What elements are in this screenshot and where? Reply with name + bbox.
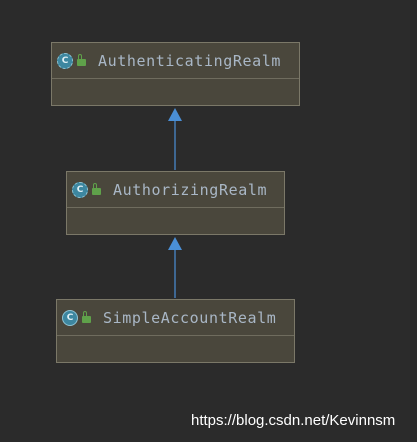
class-node-simple-account-realm[interactable]: C SimpleAccountRealm (56, 299, 295, 363)
class-icon: C (62, 309, 78, 326)
class-name: SimpleAccountRealm (103, 308, 277, 327)
class-node-authorizing-realm[interactable]: C AuthorizingRealm (66, 171, 285, 235)
edge-authorizing-to-authenticating (168, 108, 182, 170)
watermark-url: https://blog.csdn.net/Kevinnsm (191, 412, 396, 429)
class-header: C AuthorizingRealm (67, 172, 284, 208)
class-header: C AuthenticatingRealm (52, 43, 299, 79)
class-members-area (52, 79, 299, 107)
public-lock-icon (92, 183, 101, 195)
class-header: C SimpleAccountRealm (57, 300, 294, 336)
edge-simpleaccount-to-authorizing (168, 237, 182, 298)
abstract-class-icon: C (57, 52, 73, 69)
class-node-authenticating-realm[interactable]: C AuthenticatingRealm (51, 42, 300, 106)
class-members-area (67, 208, 284, 236)
class-name: AuthenticatingRealm (98, 51, 281, 70)
class-name: AuthorizingRealm (113, 180, 268, 199)
class-members-area (57, 336, 294, 364)
abstract-class-icon: C (72, 181, 88, 198)
public-lock-icon (82, 311, 91, 323)
public-lock-icon (77, 54, 86, 66)
